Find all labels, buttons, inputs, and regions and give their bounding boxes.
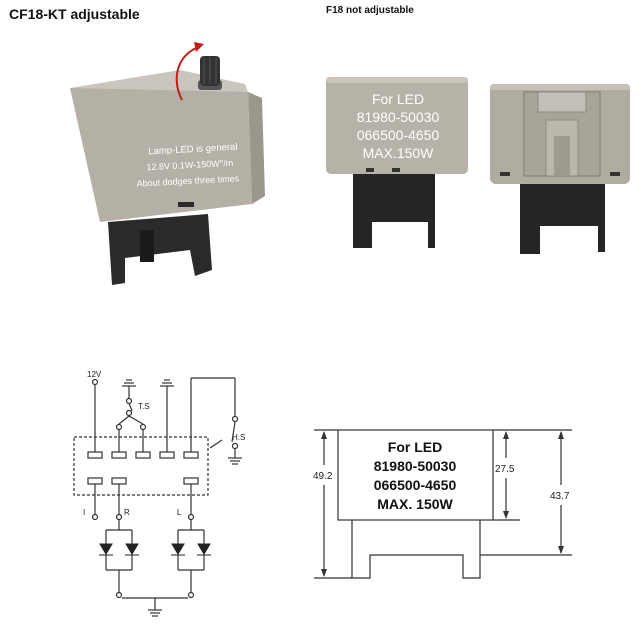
schematic-relay-box [73,436,209,496]
relay2-label-line3: 066500-4650 [357,127,440,143]
dimension-arrowheads [321,431,564,577]
relay1-label-line2: 12.8V 0.1W-150W°/m [146,158,233,173]
label-hs: H.S [232,433,245,442]
dim-value-inner: 27.5 [495,464,515,475]
relay1-label-line1: Lamp-LED is general [148,142,238,158]
dim-value-right: 43.7 [550,491,570,502]
relay-adjustable: Lamp-LED is general 12.8V 0.1W-150W°/m A… [70,42,265,285]
caption-adjustable: CF18-KT adjustable [9,6,140,22]
label-12v: 12V [87,370,102,379]
dim-label-line2: 81980-50030 [374,458,457,474]
dim-label-line3: 066500-4650 [374,477,457,493]
relay1-latch [178,202,194,207]
led-icon [197,543,211,555]
relay-back-view [490,84,630,254]
relay2-body [326,77,468,174]
led-icon [171,543,185,555]
relay1-connector [108,214,212,285]
dim-label-line1: For LED [388,439,442,455]
dim-body-outline [337,429,494,521]
dim-connector-outline [351,520,481,579]
led-icon [125,543,139,555]
relay2-label-line4: MAX.150W [363,145,435,161]
label-r: R [124,508,130,517]
relay2-label-line2: 81980-50030 [357,109,440,125]
label-i: I [83,508,85,517]
caption-not-adjustable: F18 not adjustable [326,5,414,16]
led-icon [99,543,113,555]
relay3-connector [520,178,605,254]
relay-front-view: For LED 81980-50030 066500-4650 MAX.150W [326,77,468,248]
relay2-label-line1: For LED [372,91,424,107]
relay2-connector [353,170,435,248]
label-ts: T.S [138,402,150,411]
dim-value-left: 49.2 [313,471,333,482]
relay1-side-face [248,92,265,204]
relay1-front-face [70,88,252,222]
relay1-connector-slot [140,230,154,262]
wiring-schematic [73,377,242,617]
rotation-arrow-icon [175,47,197,101]
led-diode-icons [99,543,211,556]
label-l: L [177,508,182,517]
dim-label-line4: MAX. 150W [377,496,453,512]
